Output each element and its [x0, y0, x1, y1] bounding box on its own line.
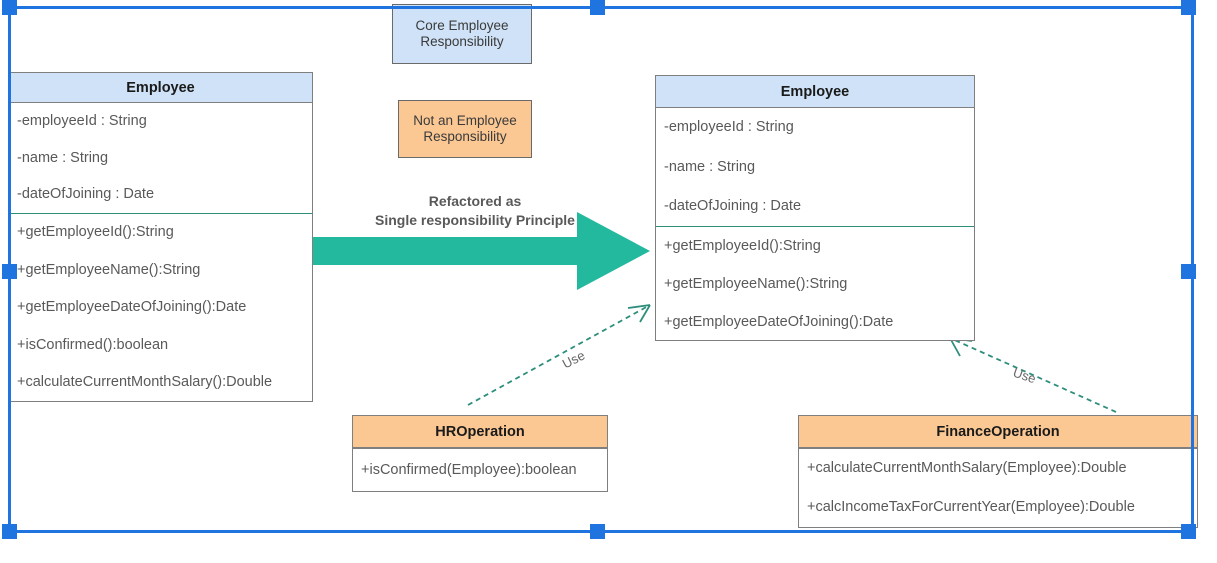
- hr-use-arrowhead: [627, 304, 651, 323]
- method-row: +getEmployeeDateOfJoining():Date: [17, 299, 247, 316]
- hr-use-label: Use: [559, 347, 588, 372]
- selection-handle-bottom-right[interactable]: [1181, 524, 1196, 539]
- class-title-hroperation: HROperation: [353, 416, 607, 448]
- class-attributes-employee-before: -employeeId : String -name : String -dat…: [9, 103, 312, 213]
- refactor-caption-line1: Refactored as: [428, 193, 522, 209]
- attribute-row: -employeeId : String: [664, 119, 794, 136]
- method-row: +getEmployeeDateOfJoining():Date: [664, 314, 894, 331]
- selection-handle-middle-left[interactable]: [2, 264, 17, 279]
- refactor-caption-line2: Single responsibility Principle: [375, 211, 575, 228]
- class-methods-financeoperation: +calculateCurrentMonthSalary(Employee):D…: [799, 448, 1197, 527]
- finance-use-label: Use: [1011, 364, 1038, 387]
- method-row: +isConfirmed(Employee):boolean: [361, 461, 577, 478]
- class-box-employee-after[interactable]: Employee -employeeId : String -name : St…: [655, 75, 975, 341]
- method-row: +getEmployeeId():String: [664, 237, 821, 254]
- class-box-financeoperation[interactable]: FinanceOperation +calculateCurrentMonthS…: [798, 415, 1198, 528]
- legend-note-not-responsibility[interactable]: Not an Employee Responsibility: [398, 100, 532, 158]
- selection-handle-top-right[interactable]: [1181, 0, 1196, 15]
- class-box-hroperation[interactable]: HROperation +isConfirmed(Employee):boole…: [352, 415, 608, 492]
- attribute-row: -employeeId : String: [17, 112, 147, 129]
- class-title-employee-after: Employee: [656, 76, 974, 108]
- class-title-employee-before: Employee: [9, 73, 312, 103]
- method-row: +calculateCurrentMonthSalary():Double: [17, 373, 273, 390]
- attribute-row: -name : String: [17, 149, 109, 166]
- method-row: +isConfirmed():boolean: [17, 336, 169, 353]
- class-methods-employee-before: +getEmployeeId():String +getEmployeeName…: [9, 213, 312, 401]
- method-row: +calculateCurrentMonthSalary(Employee):D…: [807, 460, 1127, 477]
- selection-handle-bottom-left[interactable]: [2, 524, 17, 539]
- selection-handle-top-center[interactable]: [590, 0, 605, 15]
- refactor-caption: Refactored as Single responsibility Prin…: [355, 192, 595, 230]
- legend-note-core-label: Core Employee Responsibility: [415, 17, 509, 49]
- selection-handle-bottom-center[interactable]: [590, 524, 605, 539]
- method-row: +getEmployeeName():String: [664, 276, 848, 293]
- method-row: +calcIncomeTaxForCurrentYear(Employee):D…: [807, 499, 1135, 516]
- attribute-row: -dateOfJoining : Date: [664, 197, 802, 214]
- class-methods-employee-after: +getEmployeeId():String +getEmployeeName…: [656, 226, 974, 342]
- class-box-employee-before[interactable]: Employee -employeeId : String -name : St…: [8, 72, 313, 402]
- class-methods-hroperation: +isConfirmed(Employee):boolean: [353, 448, 607, 491]
- class-title-financeoperation: FinanceOperation: [799, 416, 1197, 448]
- method-row: +getEmployeeName():String: [17, 261, 201, 278]
- attribute-row: -dateOfJoining : Date: [17, 186, 155, 203]
- class-attributes-employee-after: -employeeId : String -name : String -dat…: [656, 108, 974, 226]
- selection-handle-middle-right[interactable]: [1181, 264, 1196, 279]
- method-row: +getEmployeeId():String: [17, 224, 174, 241]
- attribute-row: -name : String: [664, 158, 756, 175]
- legend-note-core-responsibility[interactable]: Core Employee Responsibility: [392, 4, 532, 64]
- legend-note-not-label: Not an Employee Responsibility: [413, 112, 517, 144]
- selection-handle-top-left[interactable]: [2, 0, 17, 15]
- hr-use-dependency-line: [467, 304, 651, 406]
